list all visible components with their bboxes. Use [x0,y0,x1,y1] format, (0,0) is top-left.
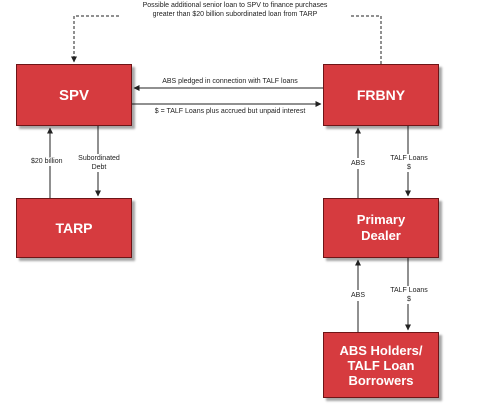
abs-pd-label: ABS [351,290,366,301]
abs-holders-box: ABS Holders/ TALF Loan Borrowers [323,332,439,398]
tarp-box: TARP [16,198,132,258]
tarp-label: TARP [55,220,93,236]
frbny-box: FRBNY [323,64,439,126]
abs-holders-label: ABS Holders/ TALF Loan Borrowers [339,342,423,388]
talf-loans-frbny-label: TALF Loans $ [389,154,429,172]
talf-loans-pd-label: TALF Loans $ [389,286,429,304]
twenty-billion-label: $20 billion [30,157,64,166]
spv-box: SPV [16,64,132,126]
primary-dealer-box: Primary Dealer [323,198,439,258]
frbny-label: FRBNY [356,87,406,103]
dollar-talf-label: $ = TALF Loans plus accrued but unpaid i… [154,108,306,115]
dashed-senior-loan-arrow [71,15,382,64]
abs-pledged-label: ABS pledged in connection with TALF loan… [162,78,298,85]
abs-frbny-label: ABS [351,158,366,169]
spv-label: SPV [58,86,89,104]
top-dashed-label: Possible additional senior loan to SPV t… [120,1,350,19]
subordinated-debt-label: Subordinated Debt [76,154,122,172]
primary-dealer-label: Primary Dealer [356,212,406,243]
